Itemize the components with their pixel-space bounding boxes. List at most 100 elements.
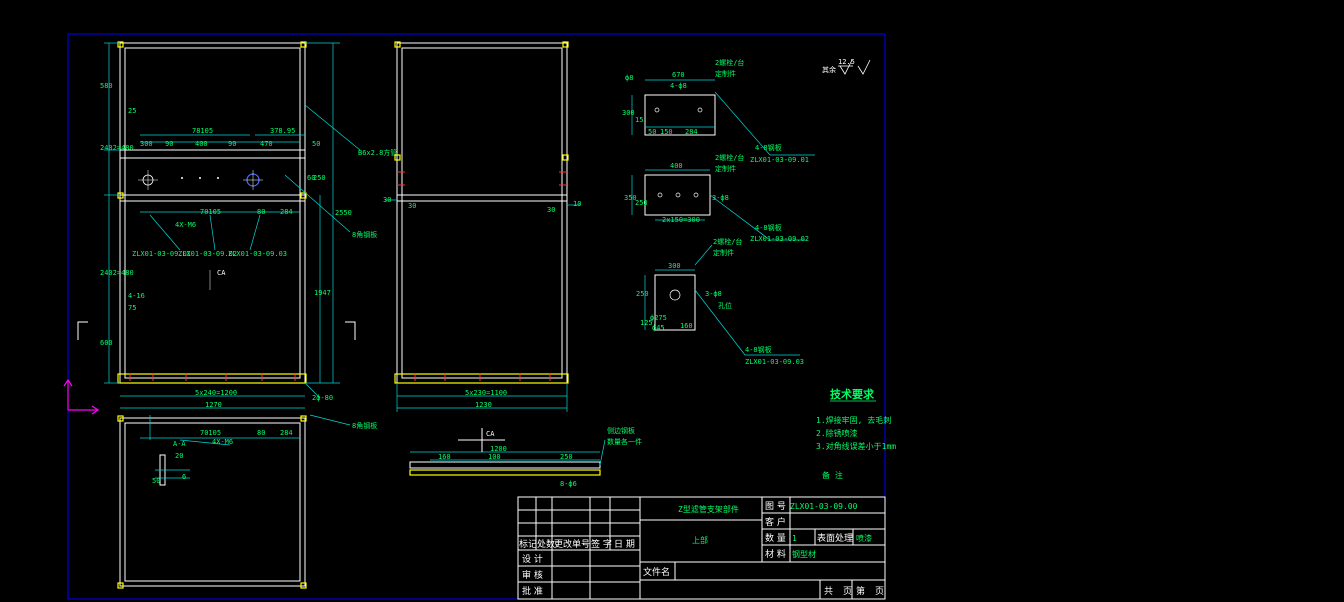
d3-label-3: 孔位 bbox=[718, 301, 732, 310]
tb-part-name: Z型滤管支架部件 bbox=[678, 504, 739, 514]
strip-dim-3: 100 bbox=[488, 453, 501, 461]
label-steel-plate: 8角钢板 bbox=[352, 230, 377, 239]
d3-label-5: ZLX01-03-09.03 bbox=[745, 358, 804, 366]
dim-top-3: 400 bbox=[195, 140, 208, 148]
tb-rev-header-1: 标记 bbox=[519, 538, 537, 550]
tb-drawing-no-label: 图 号 bbox=[765, 501, 786, 512]
tb-rev-header-2: 处数 bbox=[537, 538, 555, 550]
tb-quantity-label: 数 量 bbox=[765, 532, 786, 544]
side-dim-bottom-1: 5x230=1100 bbox=[465, 389, 507, 397]
tb-sheets-2: 页 bbox=[843, 586, 852, 597]
tb-rev-header-5: 日 期 bbox=[614, 539, 635, 550]
d2-dim-1: 400 bbox=[670, 162, 683, 170]
dim-left-1: 580 bbox=[100, 82, 113, 90]
tb-drawing-no: ZLX01-03-09.00 bbox=[790, 502, 858, 511]
top-dim-2: 80 bbox=[257, 429, 265, 437]
dim-mid-sub-2: 284 bbox=[280, 208, 293, 216]
top-dim-4: 4X-M6 bbox=[212, 438, 233, 446]
d1-dim-6: 284 bbox=[685, 128, 698, 136]
ucs-axis-icon bbox=[63, 378, 100, 415]
side-dim-left-2: 30 bbox=[408, 202, 416, 210]
dim-left-3: 25 bbox=[128, 107, 136, 115]
detail-strip: CA 1200 160 100 250 8-ф6 侧边钢板 数量各一件 bbox=[409, 426, 642, 488]
dim-top-1: 300 bbox=[140, 140, 153, 148]
tb-rev-header-4: 签 字 bbox=[591, 538, 612, 550]
tb-quantity: 1 bbox=[792, 534, 797, 543]
tb-design-label: 设 计 bbox=[522, 553, 543, 565]
label-steel-plate-2: 8角钢板 bbox=[352, 421, 377, 430]
dim-top-2: 90 bbox=[165, 140, 173, 148]
top-dim-1: 70105 bbox=[200, 429, 221, 437]
roughness-label: 其余 bbox=[822, 65, 836, 74]
top-section-dim-1: 20 bbox=[175, 452, 183, 460]
tech-note: 备 注 bbox=[822, 470, 843, 480]
top-section-dim-2: 50 bbox=[152, 477, 160, 485]
d2-dim-3: 350 bbox=[624, 194, 637, 202]
d1-label-1: 2螺栓/台 bbox=[715, 58, 744, 67]
d2-dim-2: 3-ф8 bbox=[712, 194, 729, 202]
d3-dim-1: 300 bbox=[668, 262, 681, 270]
tb-material: 钢型材 bbox=[792, 549, 816, 559]
tb-material-label: 材 料 bbox=[765, 548, 786, 560]
tb-sheets-1: 共 bbox=[824, 586, 833, 597]
label-part-1: ZLX01-03-09.01 bbox=[132, 250, 191, 258]
d1-dim-5: 150 bbox=[660, 128, 673, 136]
top-section-dim-3: 6 bbox=[182, 473, 186, 481]
side-view bbox=[385, 41, 580, 412]
dim-right-5: 1947 bbox=[314, 289, 331, 297]
tb-surface-label: 表面处理 bbox=[817, 532, 853, 544]
d1-dim-2: 4-ф8 bbox=[670, 82, 687, 90]
d3-dim-4: ф275 bbox=[650, 314, 667, 322]
d2-label-3: 4-8钢板 bbox=[755, 223, 782, 232]
d1-dim-3: ф8 bbox=[625, 74, 633, 82]
top-view-dims: 70105 80 284 4X-M6 A-A 20 50 6 bbox=[152, 429, 293, 485]
dim-left-5: 4-16 bbox=[128, 292, 145, 300]
side-dim-right-2: 10 bbox=[573, 200, 581, 208]
dim-right-6: 2ф-80 bbox=[312, 394, 333, 402]
front-view-dims: 300 90 400 90 470 78105 378.95 70105 80 … bbox=[100, 82, 397, 430]
d2-label-1: 2螺栓/台 bbox=[715, 153, 744, 162]
d3-dim-3: 250 bbox=[636, 290, 649, 298]
drawing-border bbox=[67, 33, 886, 600]
detail-3: 300 3-ф8 250 ф275 ф45 160 125 2螺栓/台 定制件 … bbox=[636, 237, 804, 366]
label-square-tube: B6x2.8方管 bbox=[358, 148, 397, 157]
tb-approve-label: 批 准 bbox=[522, 585, 543, 597]
top-dim-3: 284 bbox=[280, 429, 293, 437]
d3-label-4: 4-8钢板 bbox=[745, 345, 772, 354]
dim-right-1: 50 bbox=[312, 140, 320, 148]
d1-dim-4: 300 bbox=[622, 109, 635, 117]
strip-dim-2: 160 bbox=[438, 453, 451, 461]
label-part-2: ZLX01-03-09.02 bbox=[178, 250, 237, 258]
detail-2: 400 3-ф8 350 2x150=300 250 2螺栓/台 定制件 4-8… bbox=[624, 153, 809, 243]
tb-sheets-3: 第 bbox=[856, 585, 865, 597]
d2-label-2: 定制件 bbox=[715, 164, 736, 173]
tb-review-label: 审 核 bbox=[522, 569, 543, 581]
dim-top-5: 470 bbox=[260, 140, 273, 148]
tech-title: 技术要求 bbox=[830, 387, 875, 401]
dim-top-4: 90 bbox=[228, 140, 236, 148]
title-block: Z型滤管支架部件 上部 图 号 ZLX01-03-09.00 客 户 数 量 1… bbox=[517, 496, 886, 600]
dim-top-total-1: 78105 bbox=[192, 127, 213, 135]
dim-bottom-2: 1270 bbox=[205, 401, 222, 409]
dim-right-4: 2550 bbox=[335, 209, 352, 217]
dim-mid-sub-1: 80 bbox=[257, 208, 265, 216]
d1-dim-8: 50 bbox=[648, 128, 656, 136]
top-section-label: A-A bbox=[173, 440, 186, 448]
dim-mid: 70105 bbox=[200, 208, 221, 216]
tb-client-label: 客 户 bbox=[765, 516, 786, 528]
dim-left-4: 2402=480 bbox=[100, 269, 134, 277]
dim-right-2: 60 bbox=[307, 174, 315, 182]
tb-rev-header-3: 更改单号 bbox=[554, 538, 590, 550]
label-bolts: 4X-M6 bbox=[175, 221, 196, 229]
d3-dim-2: 3-ф8 bbox=[705, 290, 722, 298]
tech-item-1: 1.焊接牢固, 去毛刺 bbox=[816, 415, 891, 425]
d2-label-4: ZLX01-03-09.02 bbox=[750, 235, 809, 243]
tb-surface: 喷漆 bbox=[856, 533, 872, 543]
dim-right-3: 250 bbox=[313, 174, 326, 182]
tb-sheets-4: 页 bbox=[875, 586, 884, 597]
tb-sub-name: 上部 bbox=[692, 535, 708, 545]
tech-requirements: 技术要求 1.焊接牢固, 去毛刺 2.除锈喷漆 3.对角线误差小于1mm 备 注 bbox=[816, 387, 896, 480]
d3-dim-7: 125 bbox=[640, 319, 653, 327]
tech-item-2: 2.除锈喷漆 bbox=[816, 428, 858, 438]
